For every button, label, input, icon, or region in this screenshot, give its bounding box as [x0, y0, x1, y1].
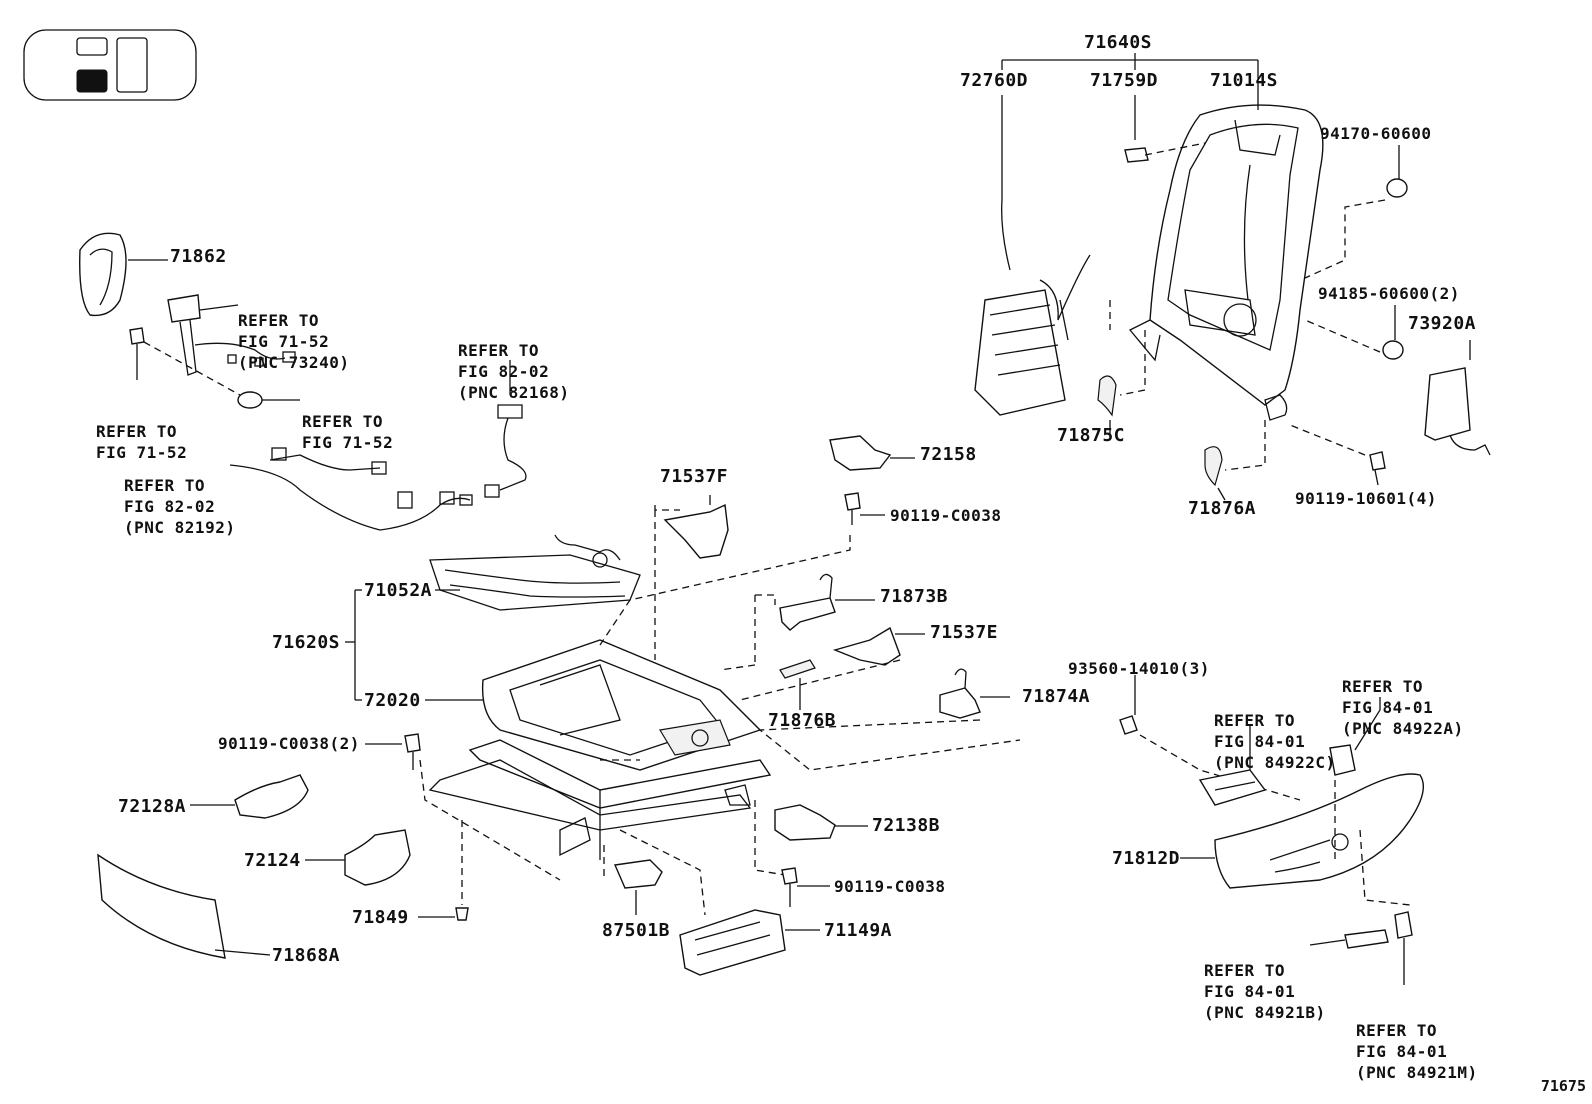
- label-94170-60600: 94170-60600: [1320, 124, 1432, 143]
- lumbar-support-72760D: [974, 95, 1091, 416]
- bolt-90119-10601: [1289, 424, 1386, 486]
- label-72124: 72124: [244, 850, 301, 871]
- label-71640S: 71640S: [1084, 32, 1153, 53]
- wire-harness-82192: [229, 447, 473, 531]
- clip-71759D: [1124, 95, 1206, 163]
- cover-71868A: [97, 853, 271, 959]
- bracket-71873B: [719, 573, 875, 671]
- anchor-bolt-left: [129, 327, 300, 409]
- knob-84921M: [1394, 911, 1413, 985]
- cover-71876B: [779, 659, 816, 710]
- label-90119-C0038-2: 90119-C0038(2): [218, 734, 360, 753]
- bracket-71537F: [654, 495, 729, 660]
- label-94185-60600: 94185-60600(2): [1318, 284, 1460, 303]
- label-90119-10601: 90119-10601(4): [1295, 489, 1437, 508]
- seat-adjuster-rails: [428, 739, 772, 860]
- label-72158: 72158: [920, 444, 977, 465]
- bolt-90119-C0038-b: [781, 867, 830, 910]
- label-87501B: 87501B: [602, 920, 671, 941]
- cover-72124: [305, 829, 411, 886]
- label-71759D: 71759D: [1090, 70, 1159, 91]
- cover-71875C: [1097, 330, 1146, 440]
- label-71876A: 71876A: [1188, 498, 1257, 519]
- bracket-72158: [829, 435, 915, 471]
- knob-84922A: [1329, 697, 1381, 776]
- nut-94170-60600: [1304, 145, 1408, 279]
- label-93560-14010: 93560-14010(3): [1068, 659, 1210, 678]
- bracket-72138B: [754, 800, 868, 876]
- label-72128A: 72128A: [118, 796, 187, 817]
- bracket-71874A: [758, 668, 1021, 771]
- bracket-71640S: [1001, 53, 1259, 70]
- label-71876B: 71876B: [768, 710, 837, 731]
- bracket-71620S: [345, 589, 362, 701]
- label-71537F: 71537F: [660, 466, 729, 487]
- label-90119-C0038-b: 90119-C0038: [834, 877, 946, 896]
- label-72760D: 72760D: [960, 70, 1029, 91]
- label-72138B: 72138B: [872, 815, 941, 836]
- figure-number: 71675: [1540, 1077, 1586, 1095]
- label-71874A: 71874A: [1022, 686, 1091, 707]
- label-73920A: 73920A: [1408, 313, 1477, 334]
- seat-cushion-frame-72020: [425, 639, 762, 771]
- cover-72128A: [190, 774, 309, 819]
- label-71620S: 71620S: [272, 632, 341, 653]
- seat-back-frame-71014S: [1128, 70, 1324, 421]
- cover-71876A: [1204, 420, 1266, 501]
- label-71868A: 71868A: [272, 945, 341, 966]
- side-shield-71812D: [1180, 773, 1424, 906]
- screw-93560-14010: [1119, 675, 1301, 801]
- spring-mat-71052A: [429, 534, 641, 611]
- label-71875C: 71875C: [1057, 425, 1126, 446]
- label-72020: 72020: [364, 690, 421, 711]
- motor-87501B: [603, 845, 663, 915]
- cover-71149A: [619, 829, 820, 976]
- nut-94185-and-airbag-73920A: [1304, 305, 1491, 456]
- label-71149A: 71149A: [824, 920, 893, 941]
- label-71849: 71849: [352, 907, 409, 928]
- clip-71849: [418, 820, 469, 921]
- seat-belt-buckle: [167, 294, 296, 376]
- bracket-71537E: [739, 626, 925, 701]
- label-71052A: 71052A: [364, 580, 433, 601]
- switch-84922C: [1198, 725, 1267, 806]
- bolt-90119-C0038-a: [599, 492, 885, 646]
- label-71812D: 71812D: [1112, 848, 1181, 869]
- label-71873B: 71873B: [880, 586, 949, 607]
- seat-position-locator-icon: [23, 29, 197, 101]
- belt-cover-71862: [79, 232, 168, 317]
- label-90119-C0038-a: 90119-C0038: [890, 506, 1002, 525]
- wire-harness-82168: [484, 360, 527, 498]
- label-71014S: 71014S: [1210, 70, 1279, 91]
- label-71862: 71862: [170, 246, 227, 267]
- label-71537E: 71537E: [930, 622, 999, 643]
- knob-84921B: [1309, 929, 1389, 949]
- bolt-90119-C0038-2: [365, 733, 561, 881]
